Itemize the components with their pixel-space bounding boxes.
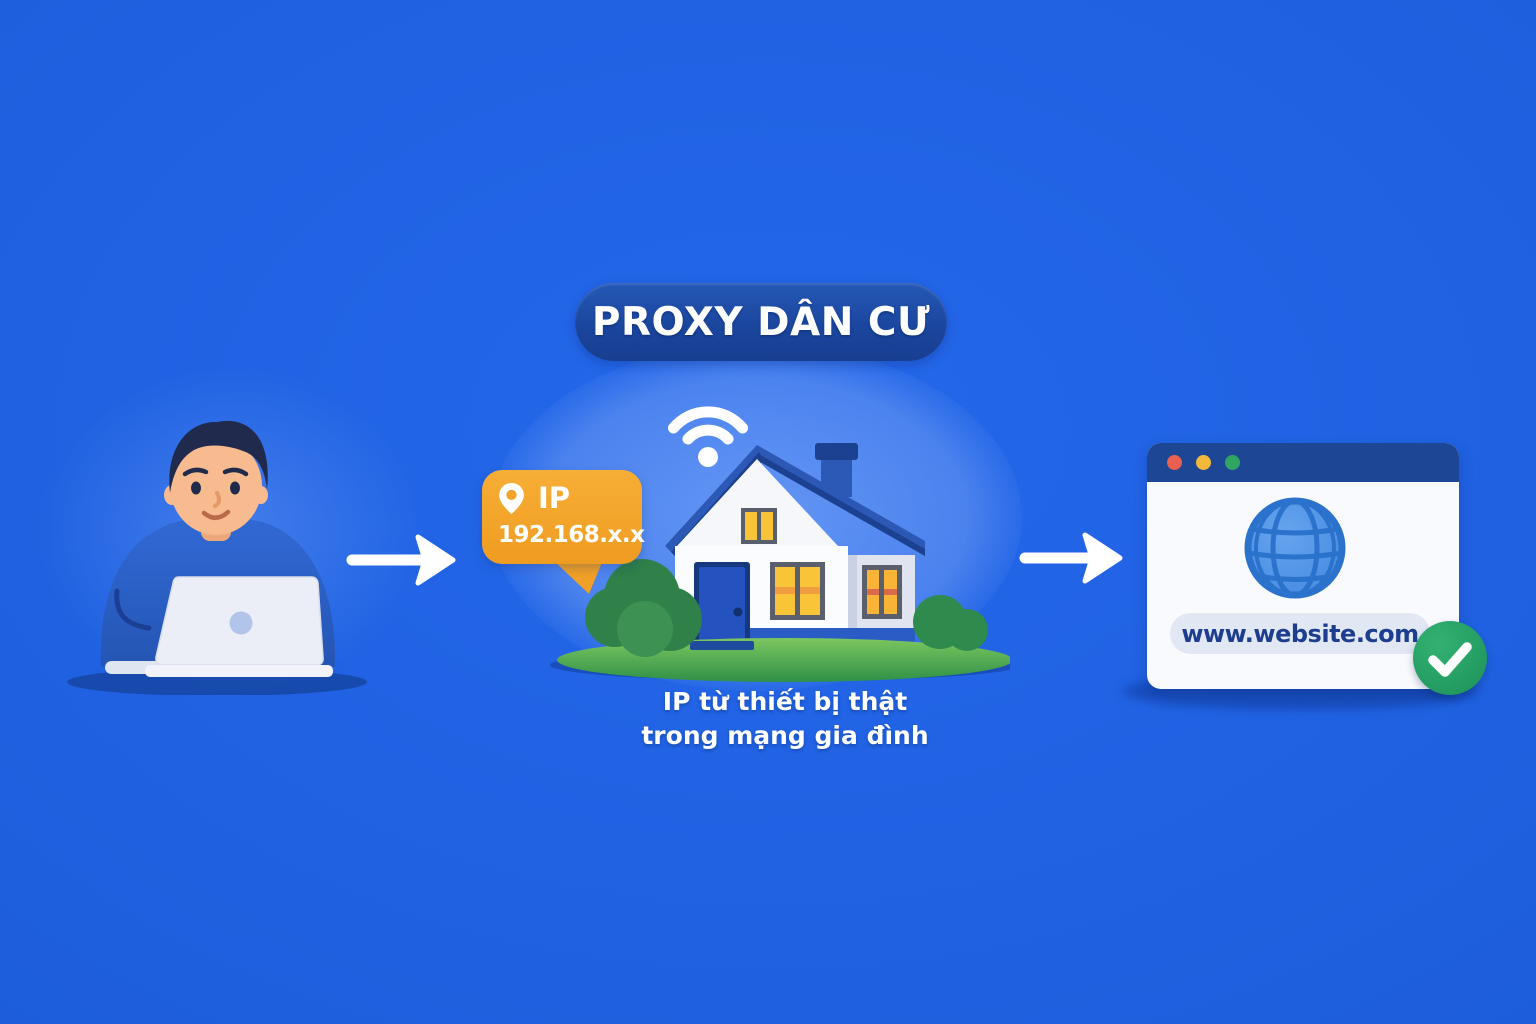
url-bar: www.website.com xyxy=(1170,613,1430,654)
ip-value: 192.168.x.x xyxy=(498,522,645,548)
caption-line-2: trong mạng gia đình xyxy=(641,721,929,750)
gable xyxy=(677,459,838,546)
ip-badge-tail xyxy=(553,560,603,594)
chimney xyxy=(815,443,858,497)
traffic-light-close xyxy=(1167,455,1182,470)
wing-window xyxy=(862,565,902,619)
person-at-laptop xyxy=(67,420,367,695)
arrow-right-2 xyxy=(1019,532,1123,584)
caption-line-1: IP từ thiết bị thật xyxy=(662,687,908,716)
browser-titlebar xyxy=(1147,443,1459,482)
laptop xyxy=(105,576,333,677)
check-circle-icon xyxy=(1413,621,1487,695)
gable-window xyxy=(741,508,777,544)
house-illustration xyxy=(550,443,1010,682)
door-step xyxy=(690,641,754,650)
traffic-light-minimize xyxy=(1196,455,1211,470)
laptop-logo xyxy=(229,611,253,635)
door xyxy=(694,562,750,648)
main-window xyxy=(770,562,825,620)
location-pin-icon xyxy=(499,482,524,514)
browser-window: www.website.com xyxy=(1147,443,1487,695)
title-badge: PROXY DÂN CƯ xyxy=(575,283,947,361)
url-text: www.website.com xyxy=(1181,619,1419,648)
traffic-light-zoom xyxy=(1225,455,1240,470)
hair xyxy=(169,420,268,493)
bush-left xyxy=(585,559,702,657)
person-head xyxy=(164,420,268,535)
ip-label: IP xyxy=(538,480,571,515)
ip-badge: IP 192.168.x.x xyxy=(482,470,645,564)
globe-icon xyxy=(1241,494,1349,602)
title-badge-label: PROXY DÂN CƯ xyxy=(591,299,931,345)
arrow-right-1 xyxy=(346,534,456,586)
wifi-icon xyxy=(668,406,748,467)
house-caption: IP từ thiết bị thật trong mạng gia đình xyxy=(585,685,985,753)
bush-right xyxy=(913,595,988,651)
